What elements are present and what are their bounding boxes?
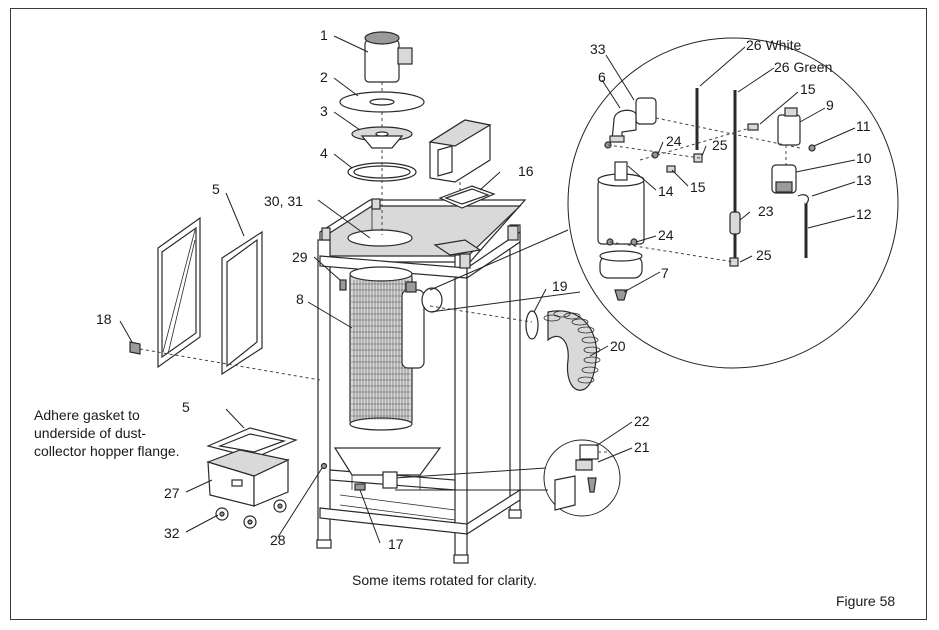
blower-assembly xyxy=(401,281,443,369)
callout-14: 14 xyxy=(658,183,674,199)
gasket-note-line-3: collector hopper flange. xyxy=(34,443,180,459)
cabinet-frame xyxy=(316,198,527,564)
small-fasteners xyxy=(320,279,347,470)
callout-1: 1 xyxy=(320,27,328,43)
callout-33: 33 xyxy=(590,41,606,57)
callout-18: 18 xyxy=(96,311,112,327)
leader-lines xyxy=(119,35,856,544)
callout-26-green: 26 Green xyxy=(774,59,832,75)
callout-23: 23 xyxy=(758,203,774,219)
callout-15-mid: 15 xyxy=(690,179,706,195)
callout-13: 13 xyxy=(856,172,872,188)
gasket-note-line-2: underside of dust- xyxy=(34,425,146,441)
flex-hose xyxy=(429,305,601,391)
callout-15-top: 15 xyxy=(800,81,816,97)
callout-24-bottom: 24 xyxy=(658,227,674,243)
callout-7: 7 xyxy=(661,265,669,281)
annotations: Adhere gasket to underside of dust- coll… xyxy=(34,407,895,609)
callout-5-cart: 5 xyxy=(182,399,190,415)
callout-26-white: 26 White xyxy=(746,37,801,53)
callout-9: 9 xyxy=(826,97,834,113)
callout-30-31: 30, 31 xyxy=(264,193,303,209)
motor-stack xyxy=(339,31,425,235)
gasket-note-line-1: Adhere gasket to xyxy=(34,407,140,423)
callout-28: 28 xyxy=(270,532,286,548)
callout-24-top: 24 xyxy=(666,133,682,149)
callout-10: 10 xyxy=(856,150,872,166)
dust-cart xyxy=(206,427,298,529)
callout-2: 2 xyxy=(320,69,328,85)
callout-22: 22 xyxy=(634,413,650,429)
cartridge-filter xyxy=(349,266,413,431)
callout-25-bottom: 25 xyxy=(756,247,772,263)
callout-29: 29 xyxy=(292,249,308,265)
detail-circle-valves xyxy=(429,37,899,369)
callout-8: 8 xyxy=(296,291,304,307)
figure-label: Figure 58 xyxy=(836,593,895,609)
callout-5-door: 5 xyxy=(212,181,220,197)
callout-labels: 1 2 3 4 5 5 6 7 8 9 10 11 12 13 14 15 15… xyxy=(96,27,872,552)
door-panels xyxy=(129,216,321,381)
inlet-hood xyxy=(428,119,496,209)
detail-circle-latch xyxy=(354,439,621,517)
callout-17: 17 xyxy=(388,536,404,552)
callout-16: 16 xyxy=(518,163,534,179)
callout-21: 21 xyxy=(634,439,650,455)
callout-12: 12 xyxy=(856,206,872,222)
callout-25-top: 25 xyxy=(712,137,728,153)
callout-3: 3 xyxy=(320,103,328,119)
callout-11: 11 xyxy=(856,118,871,134)
callout-4: 4 xyxy=(320,145,328,161)
callout-32: 32 xyxy=(164,525,180,541)
callout-6: 6 xyxy=(598,69,606,85)
callout-19: 19 xyxy=(552,278,568,294)
figure-caption: Some items rotated for clarity. xyxy=(352,572,537,588)
callout-27: 27 xyxy=(164,485,180,501)
callout-20: 20 xyxy=(610,338,626,354)
